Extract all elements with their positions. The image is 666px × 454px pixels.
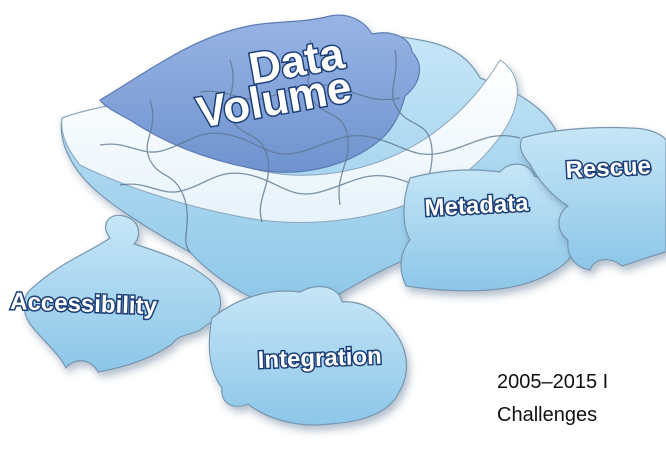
metadata-piece-shape [400,163,582,292]
puzzle-seams [99,39,521,253]
rescue-piece-shape [519,126,666,271]
puzzle-board [60,14,571,319]
caption-line-2: Challenges [497,404,598,426]
data-volume-region [99,14,421,173]
metadata-piece [400,163,582,292]
integration-piece [208,285,407,426]
integration-piece-shape [208,285,407,426]
integration-label: Integration [257,343,382,374]
accessibility-label: Accessibility [10,288,158,320]
metadata-label: Metadata [424,190,530,222]
caption-line-1: 2005–2015 I [497,371,609,393]
accessibility-piece [23,214,222,373]
accessibility-piece-shape [23,214,222,373]
rescue-label: Rescue [565,153,652,184]
rescue-piece [519,126,666,271]
